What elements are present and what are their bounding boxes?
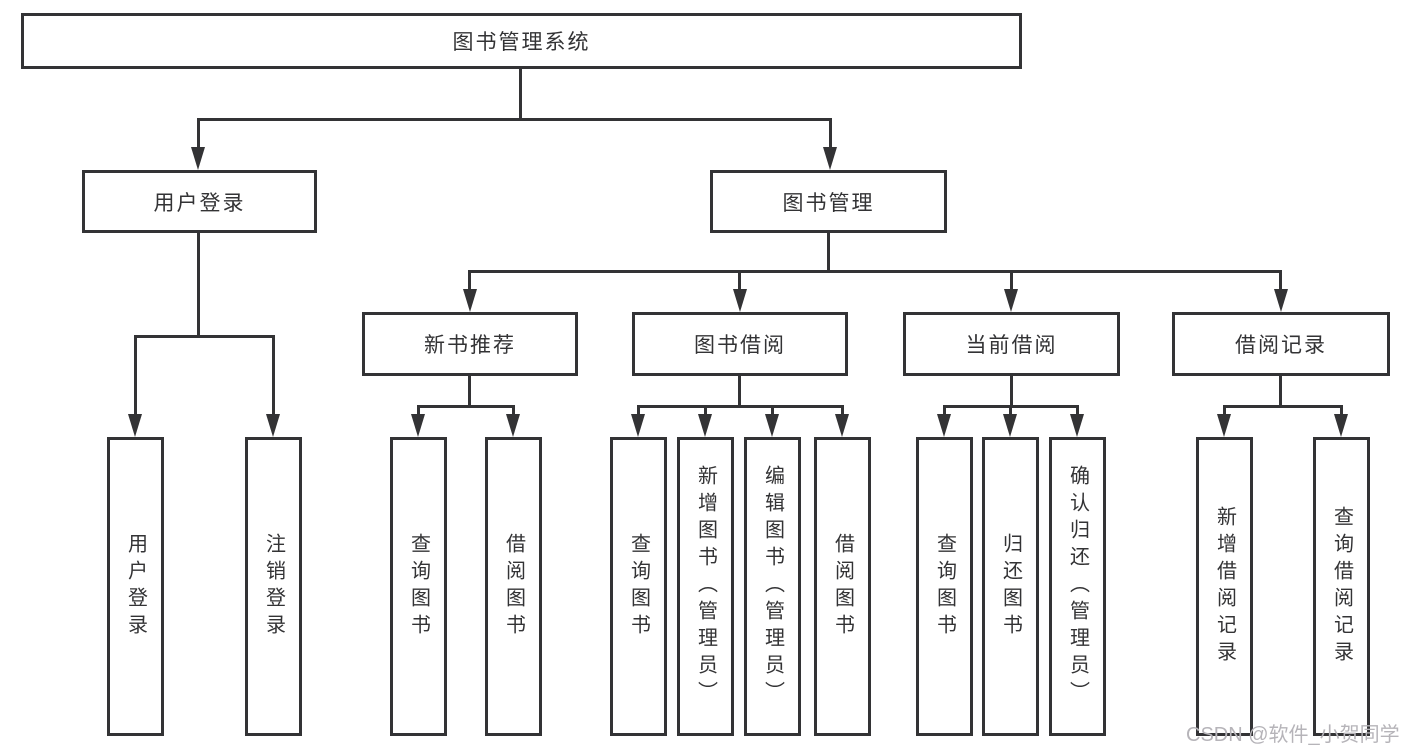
arrow-down-icon xyxy=(463,289,477,312)
connector-vline xyxy=(417,405,420,416)
connector-vline xyxy=(827,233,830,273)
connector-hline xyxy=(469,270,1282,273)
leaf-label: 借阅图书 xyxy=(502,532,525,641)
node-current-borrow: 当前借阅 xyxy=(903,312,1120,376)
arrow-down-icon xyxy=(733,289,747,312)
connector-vline xyxy=(738,376,741,407)
connector-vline xyxy=(1340,405,1343,416)
connector-vline xyxy=(134,335,137,416)
arrow-down-icon xyxy=(835,414,849,437)
leaf-borrow-book: 借阅图书 xyxy=(485,437,542,736)
connector-vline xyxy=(1279,376,1282,407)
connector-hline xyxy=(134,335,275,338)
arrow-down-icon xyxy=(128,414,142,437)
connector-hline xyxy=(637,405,844,408)
node-user-login: 用户登录 xyxy=(82,170,317,233)
connector-vline xyxy=(841,405,844,416)
arrow-down-icon xyxy=(1334,414,1348,437)
node-library-system: 图书管理系统 xyxy=(21,13,1022,69)
arrow-down-icon xyxy=(266,414,280,437)
connector-vline xyxy=(468,376,471,407)
connector-vline xyxy=(1279,270,1282,291)
node-label: 图书管理 xyxy=(782,191,875,215)
node-borrow-records: 借阅记录 xyxy=(1172,312,1390,376)
connector-vline xyxy=(197,233,200,338)
node-label: 借阅记录 xyxy=(1235,334,1327,357)
leaf-label: 查询借阅记录 xyxy=(1330,505,1353,668)
arrow-down-icon xyxy=(411,414,425,437)
connector-vline xyxy=(1009,405,1012,416)
connector-vline xyxy=(468,270,471,291)
node-label: 当前借阅 xyxy=(965,334,1058,357)
leaf-label: 归还图书 xyxy=(999,532,1022,641)
leaf-edit-book-admin: 编辑图书（管理员） xyxy=(744,437,801,736)
leaf-label: 新增图书（管理员） xyxy=(694,465,717,708)
leaf-label: 编辑图书（管理员） xyxy=(761,465,784,708)
arrow-down-icon xyxy=(698,414,712,437)
connector-hline xyxy=(197,118,832,121)
node-book-management: 图书管理 xyxy=(710,170,947,233)
leaf-label: 注销登录 xyxy=(262,532,285,641)
arrow-down-icon xyxy=(631,414,645,437)
leaf-return-book: 归还图书 xyxy=(982,437,1039,736)
leaf-logout: 注销登录 xyxy=(245,437,302,736)
leaf-query-book: 查询图书 xyxy=(610,437,667,736)
arrow-down-icon xyxy=(937,414,951,437)
node-label: 图书借阅 xyxy=(694,334,786,357)
arrow-down-icon xyxy=(823,147,837,170)
node-new-book-recommend: 新书推荐 xyxy=(362,312,578,376)
arrow-down-icon xyxy=(765,414,779,437)
csdn-watermark: CSDN @软件_小贺同学 xyxy=(1186,724,1400,746)
leaf-label: 新增借阅记录 xyxy=(1213,505,1236,668)
connector-hline xyxy=(1223,405,1343,408)
leaf-add-book-admin: 新增图书（管理员） xyxy=(677,437,734,736)
connector-vline xyxy=(272,335,275,416)
connector-vline xyxy=(1076,405,1079,416)
arrow-down-icon xyxy=(1070,414,1084,437)
node-book-borrow: 图书借阅 xyxy=(632,312,848,376)
node-label: 用户登录 xyxy=(153,191,246,215)
arrow-down-icon xyxy=(1003,414,1017,437)
connector-vline xyxy=(197,118,200,150)
connector-vline xyxy=(637,405,640,416)
connector-vline xyxy=(738,270,741,291)
leaf-label: 借阅图书 xyxy=(831,532,854,641)
arrow-down-icon xyxy=(1274,289,1288,312)
connector-vline xyxy=(943,405,946,416)
node-label: 图书管理系统 xyxy=(452,31,591,54)
leaf-label: 查询图书 xyxy=(407,532,430,641)
connector-vline xyxy=(1223,405,1226,416)
leaf-confirm-return-admin: 确认归还（管理员） xyxy=(1049,437,1106,736)
leaf-label: 查询图书 xyxy=(933,532,956,641)
leaf-add-borrow-record: 新增借阅记录 xyxy=(1196,437,1253,736)
connector-vline xyxy=(704,405,707,416)
connector-vline xyxy=(771,405,774,416)
leaf-query-borrow-record: 查询借阅记录 xyxy=(1313,437,1370,736)
leaf-borrow-book: 借阅图书 xyxy=(814,437,871,736)
leaf-label: 用户登录 xyxy=(124,532,147,641)
arrow-down-icon xyxy=(1217,414,1231,437)
arrow-down-icon xyxy=(191,147,205,170)
leaf-label: 查询图书 xyxy=(627,532,650,641)
node-label: 新书推荐 xyxy=(424,334,516,357)
connector-vline xyxy=(519,68,522,121)
connector-vline xyxy=(512,405,515,416)
connector-vline xyxy=(1010,376,1013,407)
arrow-down-icon xyxy=(1004,289,1018,312)
connector-vline xyxy=(1010,270,1013,291)
leaf-query-book: 查询图书 xyxy=(390,437,447,736)
leaf-label: 确认归还（管理员） xyxy=(1066,465,1089,708)
connector-hline xyxy=(417,405,515,408)
leaf-user-login: 用户登录 xyxy=(107,437,164,736)
arrow-down-icon xyxy=(506,414,520,437)
connector-vline xyxy=(829,118,832,150)
leaf-query-book: 查询图书 xyxy=(916,437,973,736)
